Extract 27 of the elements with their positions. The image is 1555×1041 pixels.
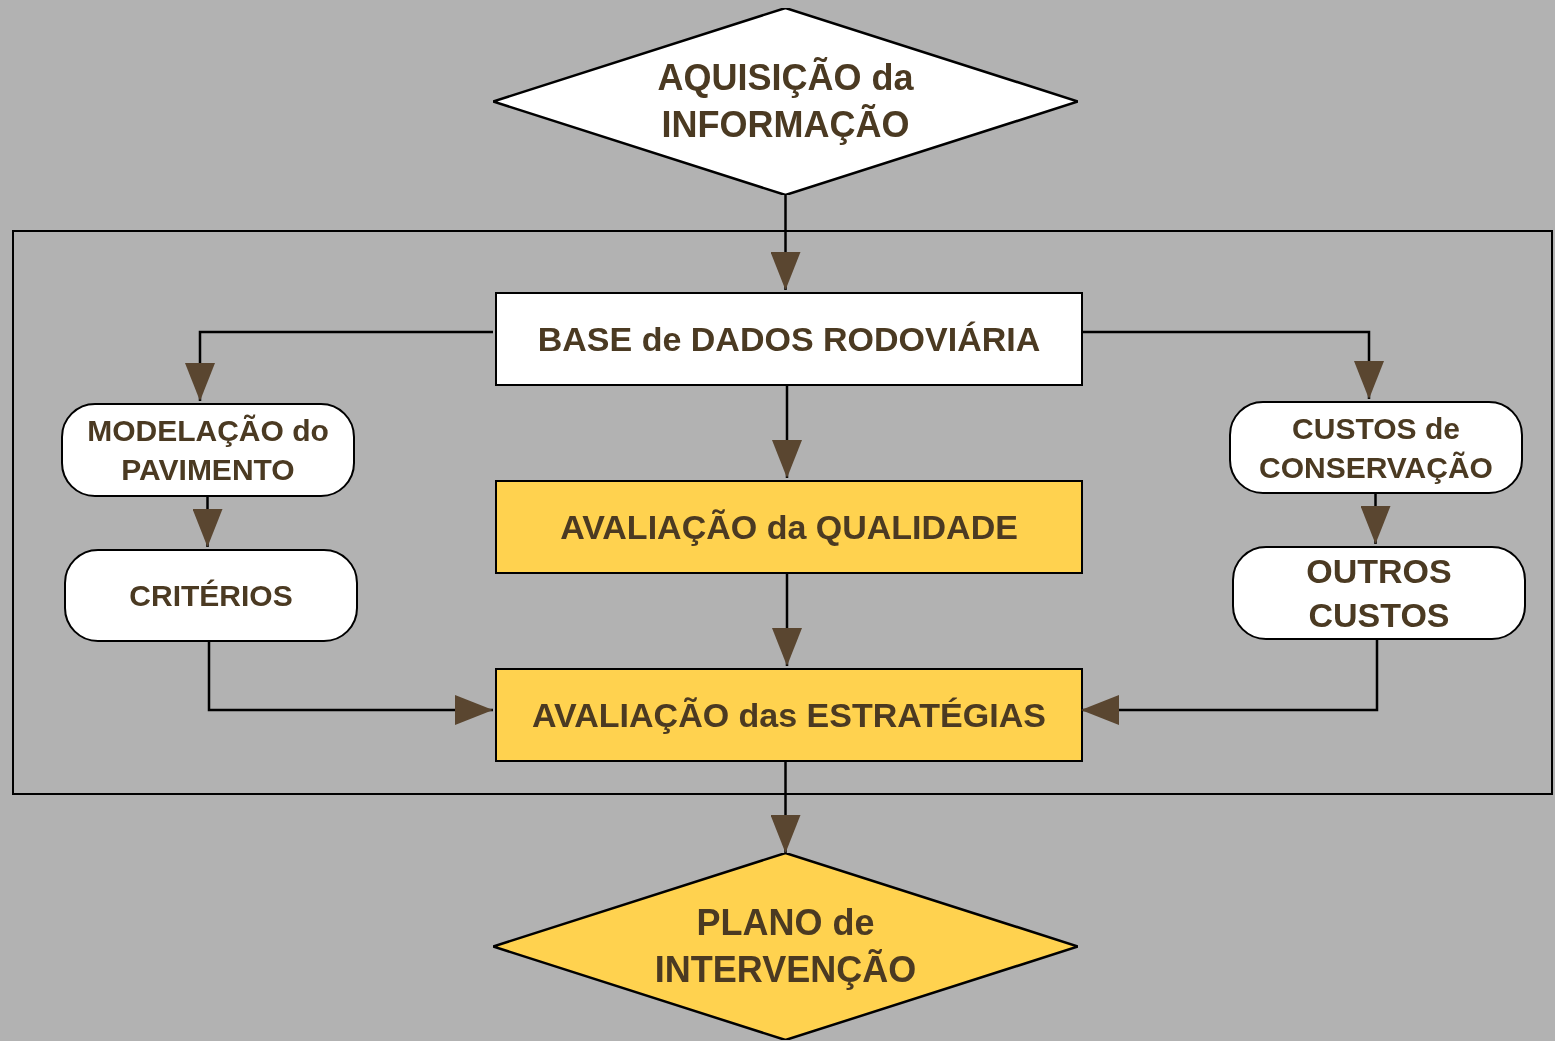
arrow bbox=[772, 384, 802, 478]
process-box bbox=[1232, 546, 1526, 640]
process-box bbox=[495, 292, 1083, 386]
node-text: OUTROS CUSTOS bbox=[1305, 550, 1453, 636]
node-text: CRITÉRIOS bbox=[129, 578, 293, 614]
arrow bbox=[1081, 330, 1384, 399]
node-text: AVALIAÇÃO da QUALIDADE bbox=[560, 506, 1018, 548]
process-box bbox=[64, 549, 358, 642]
arrow bbox=[1081, 638, 1379, 725]
process-box bbox=[61, 403, 355, 497]
arrow bbox=[1360, 492, 1391, 544]
arrow bbox=[192, 495, 223, 547]
arrow bbox=[772, 572, 802, 666]
arrow bbox=[207, 640, 493, 725]
node-text: AQUISIÇÃO da INFORMAÇÃO bbox=[656, 55, 915, 147]
arrow bbox=[770, 760, 801, 853]
node-text: BASE de DADOS RODOVIÁRIA bbox=[537, 318, 1041, 360]
node-text: CUSTOS de CONSERVAÇÃO bbox=[1258, 410, 1494, 486]
node-text: AVALIAÇÃO das ESTRATÉGIAS bbox=[532, 694, 1046, 736]
process-box bbox=[495, 480, 1083, 574]
process-box bbox=[495, 668, 1083, 762]
node-text: PLANO de INTERVENÇÃO bbox=[653, 900, 918, 992]
group-frame bbox=[12, 230, 1553, 795]
process-box bbox=[1229, 401, 1523, 494]
arrow bbox=[185, 330, 493, 401]
node-text: MODELAÇÃO do PAVIMENTO bbox=[86, 413, 330, 488]
arrow bbox=[770, 195, 801, 290]
